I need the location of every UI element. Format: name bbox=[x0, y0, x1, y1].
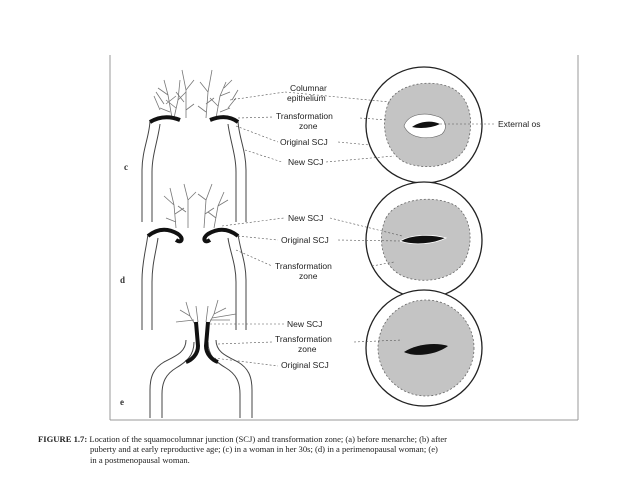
panel-c: Columnar epithelium Transformation zone … bbox=[124, 66, 541, 222]
cervix-wall-c-left-outer bbox=[141, 119, 151, 222]
panel-letter-d: d bbox=[120, 275, 125, 285]
label-epithelium: epithelium bbox=[287, 93, 326, 103]
label-original-scj-e: Original SCJ bbox=[281, 360, 329, 370]
cervix-wall-c-left-inner bbox=[151, 123, 161, 222]
external-os-c bbox=[412, 121, 440, 128]
cervix-wall-e-right-inner bbox=[207, 341, 241, 418]
original-scj-band-c-left bbox=[148, 115, 181, 124]
label-new-scj-c: New SCJ bbox=[288, 157, 323, 167]
cervix-wall-d-left-outer bbox=[141, 233, 149, 330]
leaders-d bbox=[221, 217, 403, 267]
caption-line-2: puberty and at early reproductive age; (… bbox=[90, 444, 438, 455]
figure-caption: FIGURE 1.7: Location of the squamocolumn… bbox=[38, 434, 598, 465]
external-os-d bbox=[399, 234, 448, 245]
label-transformation-d: Transformation bbox=[275, 261, 332, 271]
leaders-e bbox=[210, 323, 403, 367]
cervix-wall-e-left-inner bbox=[161, 341, 195, 418]
scj-band-e-right bbox=[203, 321, 219, 364]
label-transformation-e: Transformation bbox=[275, 334, 332, 344]
panel-letter-c: c bbox=[124, 162, 128, 172]
cervix-wall-d-left-inner bbox=[151, 237, 159, 330]
original-scj-band-d-right bbox=[202, 227, 240, 244]
label-zone-c: zone bbox=[299, 121, 318, 131]
label-original-scj-c: Original SCJ bbox=[280, 137, 328, 147]
external-os-e bbox=[404, 344, 448, 355]
panel-d: New SCJ Original SCJ Transformation zone… bbox=[120, 181, 483, 330]
leaders-c bbox=[229, 91, 496, 163]
label-original-scj-d: Original SCJ bbox=[281, 235, 329, 245]
panel-e: New SCJ Transformation zone Original SCJ… bbox=[120, 289, 483, 418]
scj-band-e-left bbox=[185, 321, 201, 364]
label-zone-e: zone bbox=[298, 344, 317, 354]
cervix-wall-d-right-outer bbox=[237, 233, 247, 330]
cervix-wall-e-left-outer bbox=[149, 339, 187, 418]
label-transformation-c: Transformation bbox=[276, 111, 333, 121]
original-scj-band-c-right bbox=[209, 115, 240, 124]
cervix-wall-d-right-inner bbox=[227, 237, 237, 330]
columnar-epithelium-d bbox=[163, 183, 229, 229]
caption-line-3: in a postmenopausal woman. bbox=[90, 454, 190, 465]
label-zone-d: zone bbox=[299, 271, 318, 281]
label-new-scj-d: New SCJ bbox=[288, 213, 323, 223]
caption-label: FIGURE 1.7: bbox=[38, 434, 88, 444]
label-columnar: Columnar bbox=[290, 83, 327, 93]
original-scj-band-d-left bbox=[146, 227, 184, 244]
panel-letter-e: e bbox=[120, 397, 124, 407]
columnar-epithelium-e bbox=[175, 299, 237, 327]
label-external-os: External os bbox=[498, 119, 541, 129]
caption-line-1: Location of the squamocolumnar junction … bbox=[89, 434, 448, 444]
cervix-wall-c-right-outer bbox=[237, 119, 247, 222]
label-new-scj-e: New SCJ bbox=[287, 319, 322, 329]
cervix-wall-c-right-inner bbox=[227, 123, 237, 222]
cervix-wall-e-right-outer bbox=[215, 339, 253, 418]
columnar-epithelium-c bbox=[153, 69, 239, 119]
